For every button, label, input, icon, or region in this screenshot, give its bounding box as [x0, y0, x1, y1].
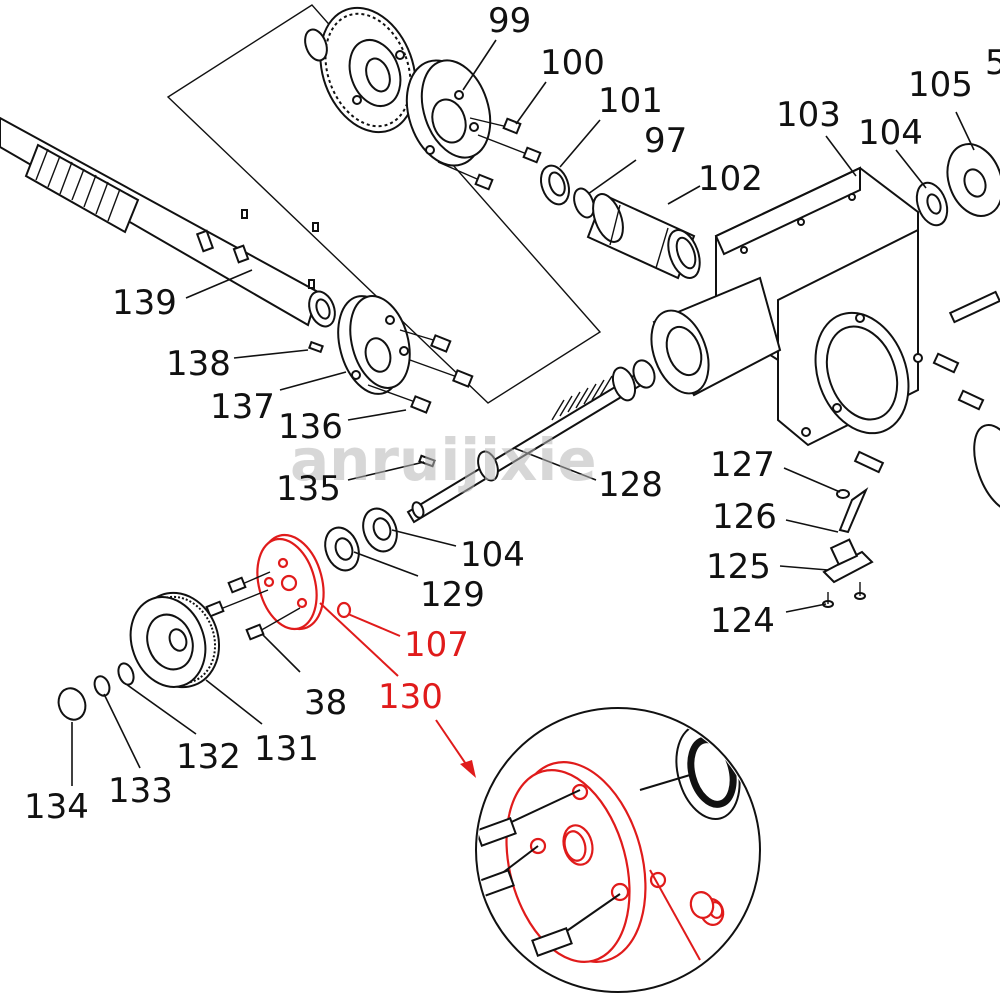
label-129: 129	[420, 575, 485, 615]
part-134-cap	[57, 687, 87, 721]
label-104-lower: 104	[460, 535, 525, 575]
leader-lines	[71, 39, 975, 786]
label-127: 127	[710, 445, 775, 485]
label-101: 101	[598, 81, 663, 121]
label-130: 130	[378, 677, 443, 717]
part-133-nut	[93, 675, 111, 697]
part-99-flange	[405, 59, 492, 167]
part-132-washer	[117, 662, 135, 686]
label-138: 138	[166, 344, 231, 384]
part-136-screws	[367, 329, 474, 414]
part-104-bearing-lower	[362, 507, 398, 553]
label-131: 131	[254, 729, 319, 769]
top-gear	[304, 6, 417, 134]
label-97: 97	[644, 121, 687, 161]
part-129-bearing	[324, 526, 360, 572]
label-38: 38	[304, 683, 347, 723]
label-103: 103	[776, 95, 841, 135]
part-102-sleeve	[586, 193, 701, 280]
detail-zoom-circle	[475, 707, 761, 993]
watermark: anruijixie	[290, 426, 597, 494]
part-97-circlip	[573, 187, 595, 219]
label-107: 107	[404, 625, 469, 665]
part-101-ring	[539, 164, 571, 206]
label-132: 132	[176, 737, 241, 777]
right-edge-parts	[853, 290, 1000, 512]
part-107-pin-highlighted	[336, 601, 352, 619]
shaft-group-outline	[166, 4, 602, 404]
label-125: 125	[706, 547, 771, 587]
part-38-screws	[205, 571, 301, 641]
part-105-flange	[946, 143, 1000, 217]
label-133: 133	[108, 771, 173, 811]
zoom-screws	[478, 774, 691, 957]
label-134: 134	[24, 787, 89, 827]
part-130-flange-highlighted	[256, 533, 325, 631]
label-104-upper: 104	[858, 113, 923, 153]
label-5-partial: 5	[985, 43, 1000, 83]
part-103-housing	[650, 166, 923, 447]
label-124: 124	[710, 601, 775, 641]
part-124-screws	[822, 582, 866, 608]
part-126-clip	[838, 487, 869, 534]
callout-labels: 99 100 101 97 102 103 104 105 5 139 138 …	[24, 1, 1000, 827]
label-105: 105	[908, 65, 973, 105]
highlight-arrow	[435, 719, 476, 778]
label-126: 126	[712, 497, 777, 537]
part-104-bearing-upper	[915, 181, 949, 227]
label-102: 102	[698, 159, 763, 199]
zoom-part-107	[689, 891, 725, 926]
label-136: 136	[278, 407, 343, 447]
label-100: 100	[540, 43, 605, 83]
part-131-handwheel	[129, 591, 221, 689]
part-137-flange	[337, 295, 411, 395]
part-100-screws	[437, 117, 542, 191]
label-99: 99	[488, 1, 531, 41]
part-135-key	[418, 454, 436, 468]
part-125-bracket	[822, 538, 874, 584]
label-139: 139	[112, 283, 177, 323]
part-138-key	[308, 340, 324, 354]
label-137: 137	[210, 387, 275, 427]
label-135: 135	[276, 469, 341, 509]
part-128-worm-shaft	[406, 359, 656, 524]
part-139-shaft	[0, 116, 336, 328]
label-128: 128	[598, 465, 663, 505]
